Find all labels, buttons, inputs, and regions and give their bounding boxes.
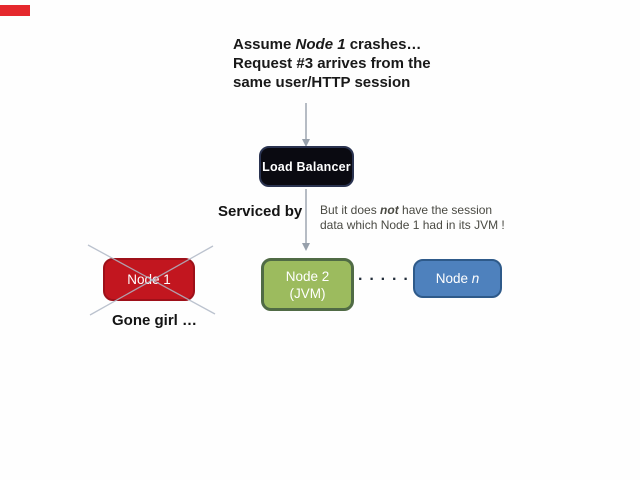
session-note: But it does not have the session data wh… (320, 203, 505, 233)
node-n-label: Node n (435, 271, 480, 286)
session-note-line1: But it does not have the session (320, 203, 493, 217)
heading-line1: Assume Node 1 crashes… (233, 36, 422, 53)
arrow-down-to-node2-icon (302, 189, 310, 251)
heading-line3: same user/HTTP session (233, 74, 411, 91)
gone-girl-caption: Gone girl … (112, 312, 198, 329)
node2-box: Node 2 (JVM) (261, 258, 354, 311)
top-progress-bar (0, 5, 30, 16)
heading: Assume Node 1 crashes… Request #3 arrive… (233, 35, 431, 92)
load-balancer-box: Load Balancer (259, 146, 354, 187)
session-note-line2: data which Node 1 had in its JVM ! (320, 218, 505, 232)
node2-label-line1: Node 2 (285, 268, 330, 284)
ellipsis-dots: ····· (358, 271, 415, 288)
load-balancer-label: Load Balancer (262, 159, 351, 174)
node2-label-line2: (JVM) (289, 285, 326, 301)
arrow-down-to-load-balancer-icon (302, 103, 310, 147)
serviced-by-label: Serviced by (218, 203, 303, 220)
node1-crossed-out-icon (87, 244, 216, 316)
heading-line2: Request #3 arrives from the (233, 55, 431, 72)
node-n-box: Node n (413, 259, 502, 298)
